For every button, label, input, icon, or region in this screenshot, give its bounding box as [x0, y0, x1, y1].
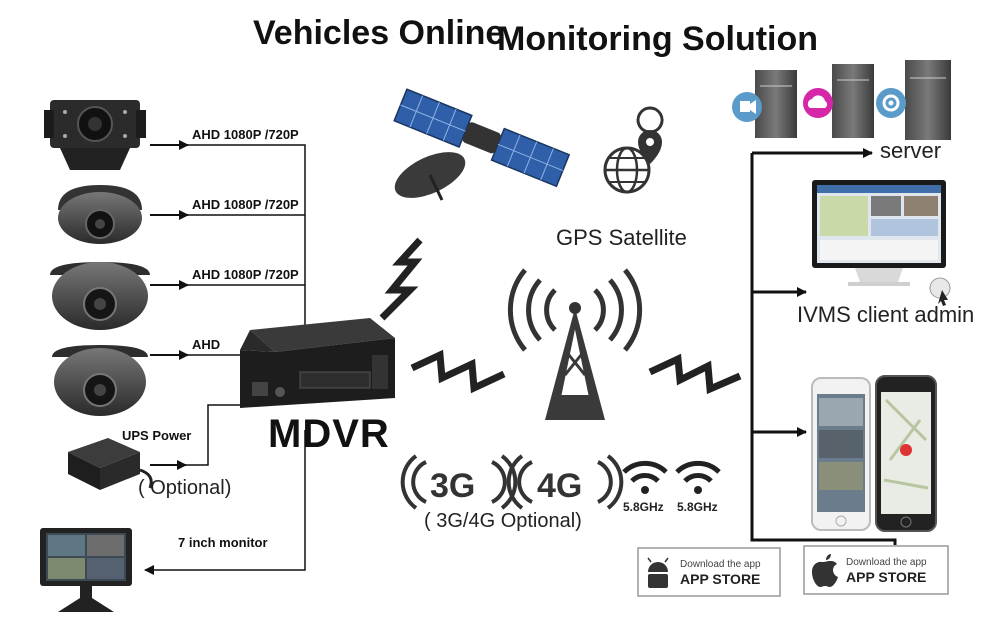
monitor-label: 7 inch monitor: [178, 535, 268, 550]
wifi-icon-2: [675, 460, 721, 494]
satellite-icon: [393, 88, 571, 201]
android-store-button[interactable]: Download the app APP STORE: [637, 547, 781, 597]
apple-store-button[interactable]: Download the app APP STORE: [803, 545, 949, 595]
gps-globe-icon: [603, 106, 664, 194]
signal-wave-icon: [410, 349, 506, 394]
camera-label-4: AHD: [192, 337, 220, 352]
client-monitor-icon: [812, 180, 946, 286]
network-4g-label: 4G: [537, 467, 582, 505]
cursor-icon: [929, 277, 951, 306]
ups-label: UPS Power: [122, 428, 191, 443]
cell-tower-icon: [507, 268, 643, 420]
mdvr-device-icon: [240, 318, 395, 408]
title-part2: Monitoring Solution: [497, 20, 818, 58]
android-store-big: APP STORE: [680, 571, 760, 587]
signal-bolt-icon: [379, 237, 423, 321]
apple-store-big: APP STORE: [846, 569, 926, 585]
dome-camera-icon: [50, 262, 150, 330]
wifi-label-1: 5.8GHz: [623, 500, 664, 514]
android-store-small: Download the app: [680, 559, 761, 570]
dome-camera-icon-2: [52, 345, 148, 416]
mini-dome-camera-icon: [58, 185, 142, 244]
apple-store-small: Download the app: [846, 557, 927, 568]
ups-optional-label: ( Optional): [138, 477, 231, 499]
server-icon: [755, 60, 951, 140]
phone-black-icon: [875, 375, 937, 532]
title-part1: Vehicles Online: [253, 14, 504, 52]
gps-label: GPS Satellite: [556, 225, 687, 250]
client-label: IVMS client admin: [797, 302, 974, 327]
network-3g-label: 3G: [430, 467, 475, 505]
camera-label-1: AHD 1080P /720P: [192, 127, 299, 142]
box-camera-icon: [44, 100, 146, 170]
apple-icon: [812, 554, 838, 587]
signal-wave-icon-2: [648, 353, 742, 395]
wifi-label-2: 5.8GHz: [677, 500, 718, 514]
phone-white-icon: [811, 377, 871, 531]
camera-label-2: AHD 1080P /720P: [192, 197, 299, 212]
signal-3g-icon: [400, 454, 518, 510]
server-label: server: [880, 138, 941, 163]
camera-cloud-icon: [732, 92, 762, 122]
mdvr-label: MDVR: [268, 412, 390, 456]
wifi-icon: [622, 460, 668, 494]
signal-4g-icon: [506, 454, 624, 510]
camera-label-3: AHD 1080P /720P: [192, 267, 299, 282]
android-icon: [647, 557, 669, 588]
monitor-icon: [40, 528, 132, 612]
ups-power-icon: [68, 438, 153, 490]
network-optional-label: ( 3G/4G Optional): [424, 510, 582, 532]
gear-icon: [876, 88, 906, 118]
cloud-sync-icon: [803, 88, 833, 118]
